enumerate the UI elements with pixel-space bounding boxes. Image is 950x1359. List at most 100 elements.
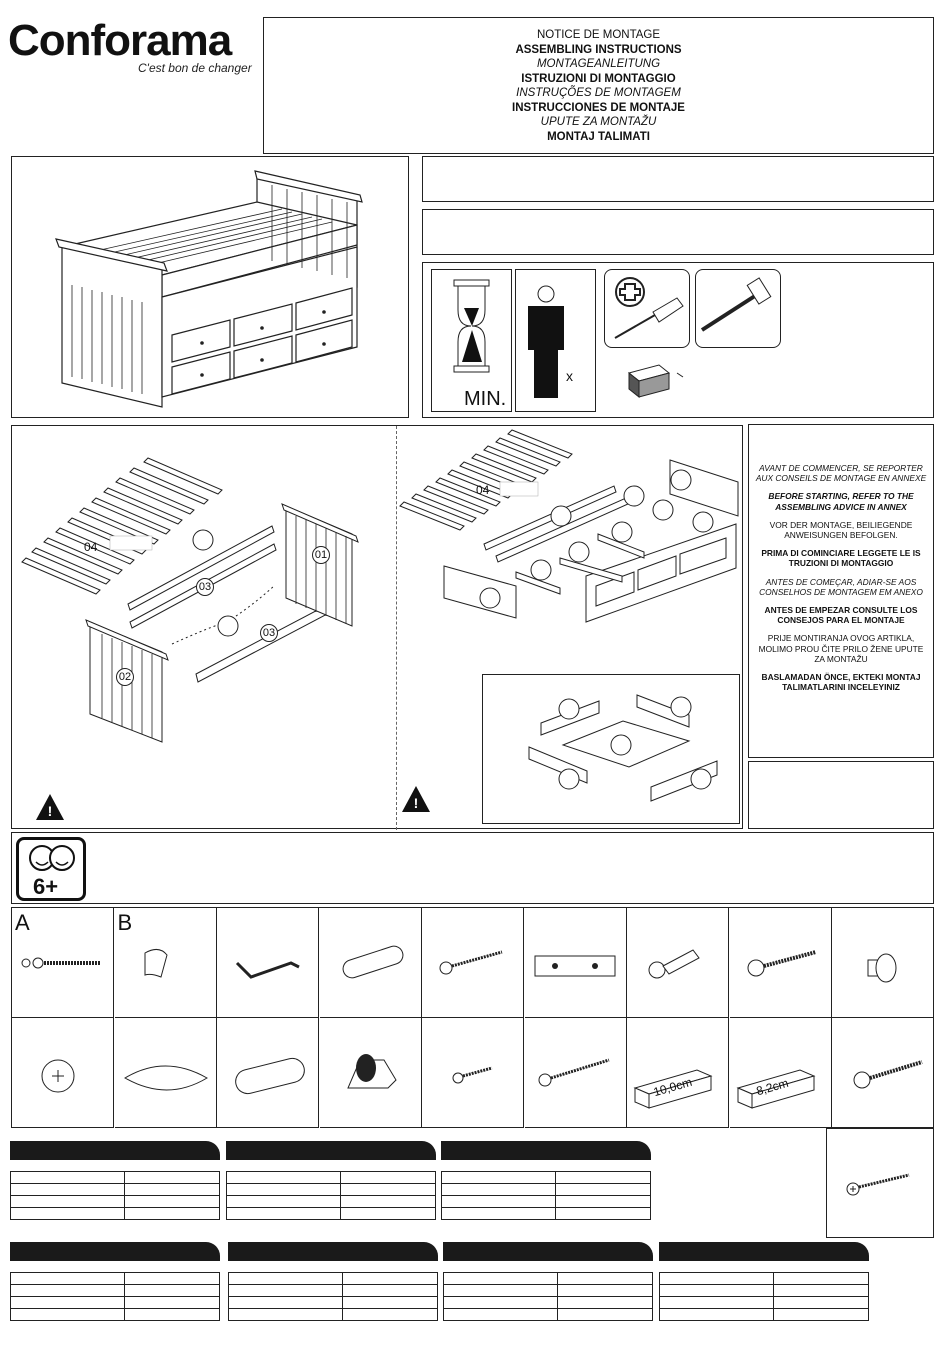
phillips-screwdriver-icon xyxy=(614,277,684,339)
tools-panel: MIN. x xyxy=(422,262,934,418)
screw-icon xyxy=(439,950,503,975)
product-illustration xyxy=(11,156,409,418)
table-row xyxy=(659,1309,869,1321)
table-row xyxy=(441,1196,651,1208)
table-row xyxy=(659,1285,869,1297)
advice-text: ANTES DE EMPEZAR CONSULTE LOS CONSEJOS P… xyxy=(764,605,918,626)
title-line: NOTICE DE MONTAGE xyxy=(536,29,661,41)
person-icon xyxy=(528,285,564,398)
cam-lock-icon xyxy=(41,1059,75,1093)
tool-hammer xyxy=(695,269,781,348)
cam-clip-icon xyxy=(144,949,168,978)
age-warning-bar: 6+ xyxy=(11,832,934,904)
table-row xyxy=(226,1184,436,1196)
table-row xyxy=(10,1160,220,1172)
hardware-cell xyxy=(422,1018,524,1128)
table-header xyxy=(10,1242,220,1261)
hardware-cell xyxy=(12,1018,114,1128)
part-label-03b: 03 xyxy=(260,624,278,642)
assembly-advice-panel: AVANT DE COMMENCER, SE REPORTER AUX CONS… xyxy=(748,424,934,758)
parts-table xyxy=(443,1242,653,1321)
divider xyxy=(396,426,397,830)
part-label-01: 01 xyxy=(312,546,330,564)
castor-wheel-icon xyxy=(346,1054,397,1089)
table-row xyxy=(228,1285,438,1297)
table-row xyxy=(10,1309,220,1321)
table-row xyxy=(228,1297,438,1309)
table-row xyxy=(226,1172,436,1184)
hardware-cell xyxy=(524,908,627,1018)
hardware-cell: 10,0cm xyxy=(627,1018,729,1128)
hardware-cell xyxy=(114,1018,217,1128)
advice-text: VOR DER MONTAGE, BEILIEGENDE ANWEISUNGEN… xyxy=(769,519,913,541)
table-row xyxy=(443,1309,653,1321)
parts-table xyxy=(228,1242,438,1321)
assembly-diagram: ! ! 01 02 03 03 04 04 xyxy=(11,425,743,830)
bolt-with-washer-icon xyxy=(21,957,100,969)
brand-tagline: C'est bon de changer xyxy=(138,61,252,75)
hardware-cell xyxy=(627,908,729,1018)
advice-text: ANTES DE COMEÇAR, ADIAR-SE AOS CONSELHOS… xyxy=(759,576,923,597)
hardware-cell xyxy=(832,1018,934,1128)
cam-bolt-icon xyxy=(648,949,700,979)
title-line: INSTRUÇÕES DE MONTAGEM xyxy=(516,87,681,99)
hardware-cell: A xyxy=(12,908,114,1018)
parts-table xyxy=(226,1141,436,1220)
table-row xyxy=(441,1184,651,1196)
hardware-cell: 8,2cm xyxy=(729,1018,832,1128)
bed-drawing xyxy=(55,170,363,408)
part-label-04b: 04 xyxy=(476,483,490,497)
table-row xyxy=(10,1273,220,1285)
advice-text: PRIJE MONTIRANJA OVOG ARTIKLA, MOLIMO PR… xyxy=(758,633,924,664)
wooden-block-icon xyxy=(736,1069,815,1109)
table-row xyxy=(10,1172,220,1184)
hardware-cell xyxy=(217,1018,319,1128)
connector-block-icon xyxy=(534,955,615,977)
table-row xyxy=(10,1261,220,1273)
brand-logo: Conforama xyxy=(8,16,232,65)
hardware-letter-a: A xyxy=(15,910,30,935)
table-row xyxy=(659,1273,869,1285)
hardware-cell xyxy=(319,908,422,1018)
hardware-extra-cell xyxy=(826,1128,934,1238)
table-row xyxy=(659,1297,869,1309)
part-label-02: 02 xyxy=(116,668,134,686)
table-row xyxy=(10,1285,220,1297)
info-box-3 xyxy=(748,761,934,829)
table-header xyxy=(659,1242,869,1261)
svg-text:!: ! xyxy=(48,803,53,819)
advice-text: BASLAMADAN ÖNCE, EKTEKI MONTAJ TALIMATLA… xyxy=(761,672,921,693)
parts-table xyxy=(659,1242,869,1321)
wood-block-icon xyxy=(627,364,684,399)
allen-key-icon xyxy=(235,961,300,979)
table-header xyxy=(10,1141,220,1160)
table-row xyxy=(659,1261,869,1273)
plastic-bag-icon xyxy=(123,1065,208,1091)
hardware-cell xyxy=(217,908,319,1018)
knob-icon xyxy=(867,953,897,983)
title-line: UPUTE ZA MONTAŽU xyxy=(540,116,657,128)
table-row xyxy=(226,1160,436,1172)
parts-table xyxy=(10,1141,220,1220)
advice-text: BEFORE STARTING, REFER TO THE ASSEMBLING… xyxy=(768,491,914,512)
advice-text: AVANT DE COMMENCER, SE REPORTER AUX CONS… xyxy=(755,463,927,484)
hardware-cell xyxy=(832,908,934,1018)
parts-table xyxy=(10,1242,220,1321)
info-box-1 xyxy=(422,156,934,202)
title-line: ISTRUZIONI DI MONTAGGIO xyxy=(521,72,676,85)
children-faces-icon xyxy=(29,845,75,871)
hourglass-icon xyxy=(453,279,490,373)
age-badge: 6+ xyxy=(16,837,86,901)
long-screw-icon xyxy=(538,1058,609,1087)
table-row xyxy=(10,1184,220,1196)
parts-table xyxy=(441,1141,651,1220)
title-line: MONTAJ TALIMATI xyxy=(547,130,650,143)
table-header xyxy=(226,1141,436,1160)
hardware-cell xyxy=(524,1018,627,1128)
joint-connector-bolt-icon xyxy=(747,950,817,977)
table-row xyxy=(441,1160,651,1172)
table-row xyxy=(226,1196,436,1208)
table-row xyxy=(443,1285,653,1297)
tool-screwdriver xyxy=(604,269,690,348)
